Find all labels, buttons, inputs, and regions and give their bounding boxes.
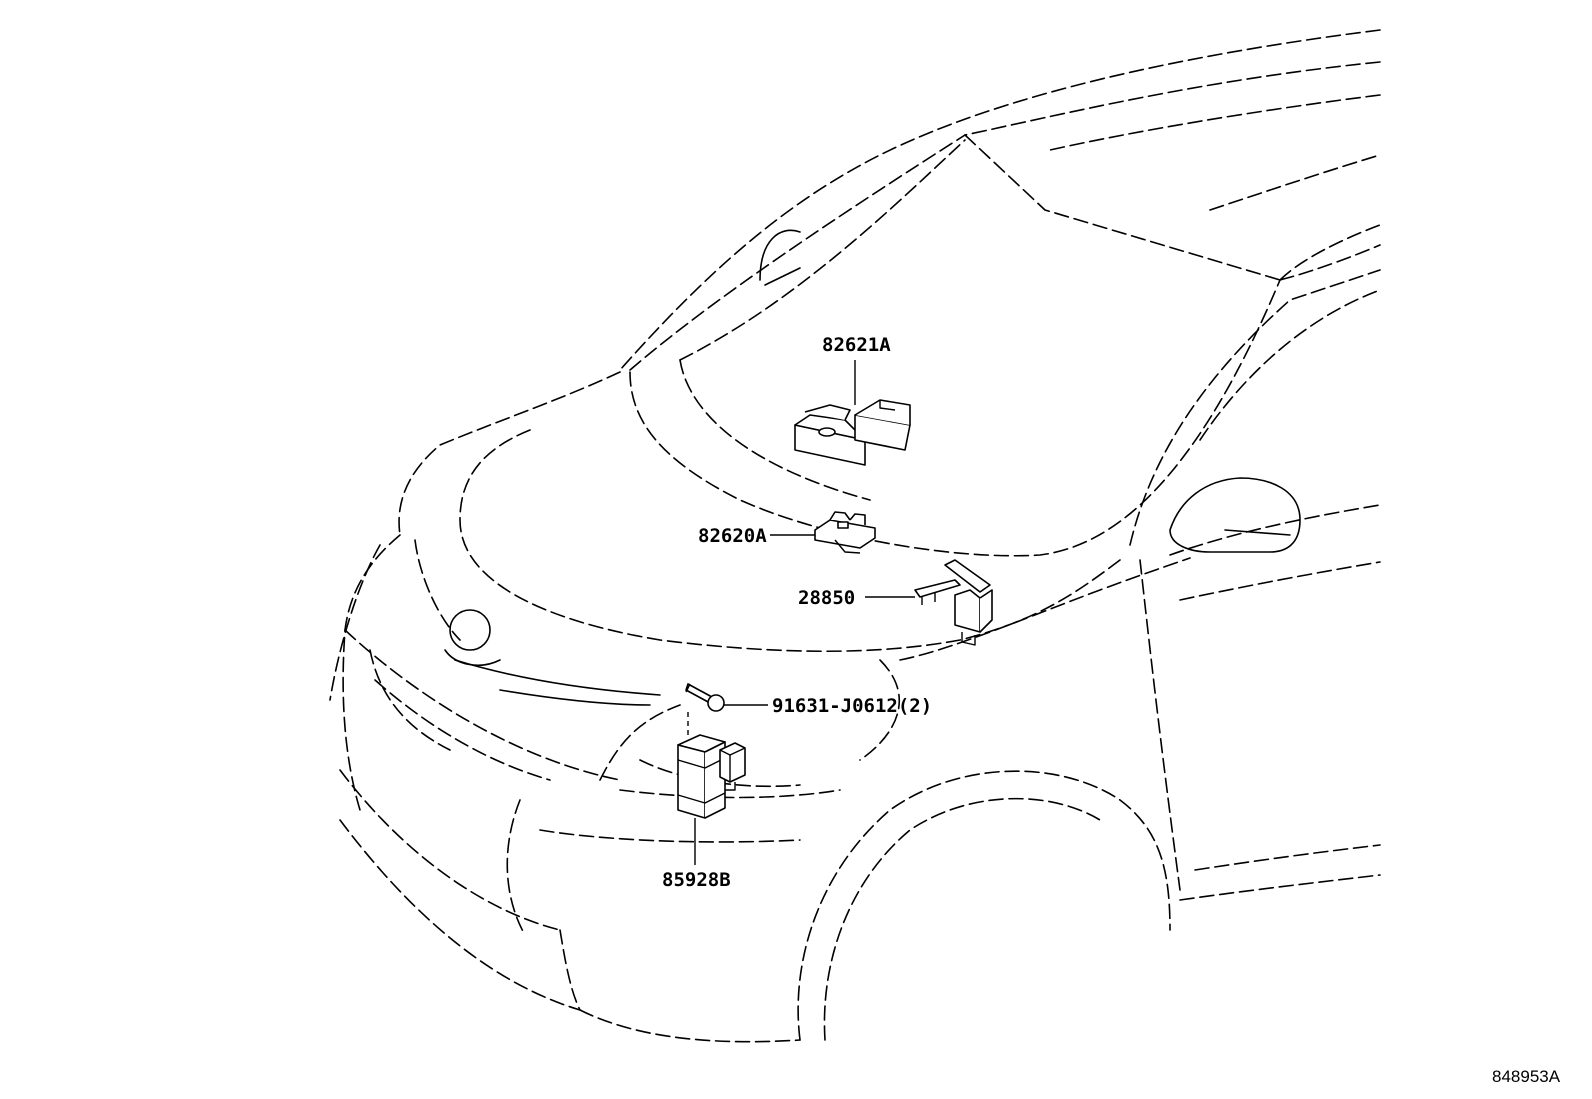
part-91631-bolt[interactable]: [685, 683, 725, 712]
callout-82620a[interactable]: 82620A: [698, 525, 767, 547]
callout-85928b[interactable]: 85928B: [662, 869, 731, 891]
callout-82621a[interactable]: 82621A: [822, 334, 891, 356]
callout-91631[interactable]: 91631-J0612(2): [772, 695, 932, 717]
part-28850-sensor-bracket[interactable]: [914, 559, 993, 646]
figure-code: 848953A: [1492, 1067, 1561, 1086]
part-82620a-bracket[interactable]: [814, 511, 876, 554]
leader-91631: [687, 704, 768, 738]
part-82621a-sensor[interactable]: [794, 399, 911, 466]
car-body-outline: [329, 29, 1381, 1043]
part-85928b-sensor[interactable]: [677, 734, 746, 819]
callout-28850[interactable]: 28850: [798, 587, 855, 609]
